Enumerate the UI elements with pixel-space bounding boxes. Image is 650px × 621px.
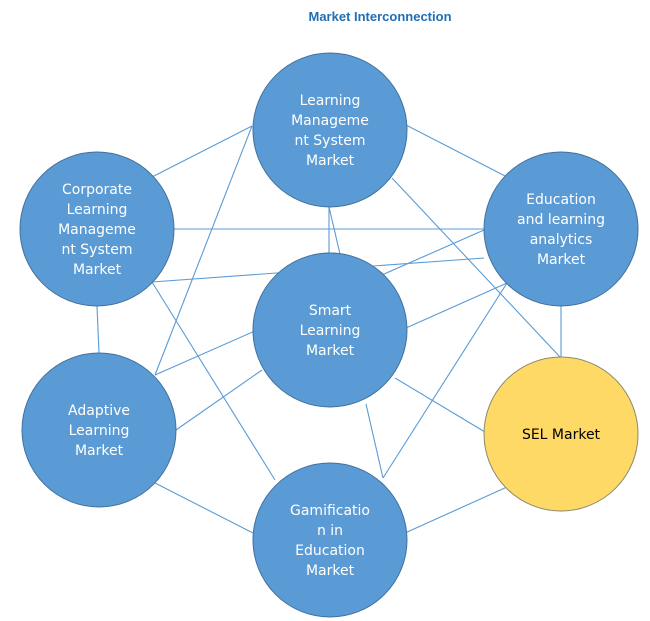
node-circle <box>483 356 639 512</box>
edge-gamification-to-sel <box>404 486 508 534</box>
node-label-line: Market <box>306 563 355 579</box>
node-circle <box>252 52 408 208</box>
node-label-line: Education <box>295 543 365 559</box>
node-label-line: n in <box>317 523 343 539</box>
edges-layer <box>96 124 562 534</box>
node-circle <box>19 151 175 307</box>
edge-smart-learning-to-sel <box>394 377 486 433</box>
node-label-line: Education <box>526 192 596 208</box>
edge-lms-to-smart-learning <box>328 206 341 255</box>
node-label-line: Manageme <box>58 222 136 238</box>
edge-adaptive-learning-to-gamification <box>154 482 254 534</box>
edge-lms-to-adaptive-learning <box>154 125 253 376</box>
edge-smart-learning-to-gamification <box>365 403 384 479</box>
edge-education-analytics-to-gamification <box>382 282 508 479</box>
edge-education-analytics-to-smart-learning <box>405 282 508 329</box>
node-label-line: SEL Market <box>522 427 601 443</box>
node-label-line: Learning <box>300 323 361 339</box>
edge-lms-to-sel <box>391 177 561 358</box>
node-label-line: Gamificatio <box>290 503 370 519</box>
node-label-line: Adaptive <box>68 403 130 419</box>
node-label-line: nt System <box>61 242 132 258</box>
edge-corporate-lms-to-gamification <box>151 281 276 481</box>
node-circle <box>483 151 639 307</box>
diagram-title: Market Interconnection <box>308 9 452 24</box>
node-label-line: Manageme <box>291 113 369 129</box>
node-label-line: Market <box>306 153 355 169</box>
node-label-line: Corporate <box>62 182 132 198</box>
edge-lms-to-education-analytics <box>405 124 508 178</box>
node-circle <box>252 252 408 408</box>
edge-smart-learning-to-adaptive-learning <box>175 369 263 431</box>
node-label-line: Learning <box>300 93 361 109</box>
node-label-line: analytics <box>530 232 593 248</box>
node-sel: SEL Market <box>483 356 639 512</box>
node-label-line: Market <box>306 343 355 359</box>
node-label-line: and learning <box>517 212 605 228</box>
node-label-line: Smart <box>309 303 352 319</box>
node-label-line: Learning <box>69 423 130 439</box>
node-label-line: Learning <box>67 202 128 218</box>
node-circle <box>252 462 408 618</box>
node-label-line: nt System <box>294 133 365 149</box>
node-label-line: Market <box>73 262 122 278</box>
edge-corporate-lms-to-adaptive-learning <box>96 305 100 354</box>
node-label-line: Market <box>75 443 124 459</box>
node-label-line: Market <box>537 252 586 268</box>
edge-lms-to-corporate-lms <box>151 125 253 178</box>
node-circle <box>21 352 177 508</box>
